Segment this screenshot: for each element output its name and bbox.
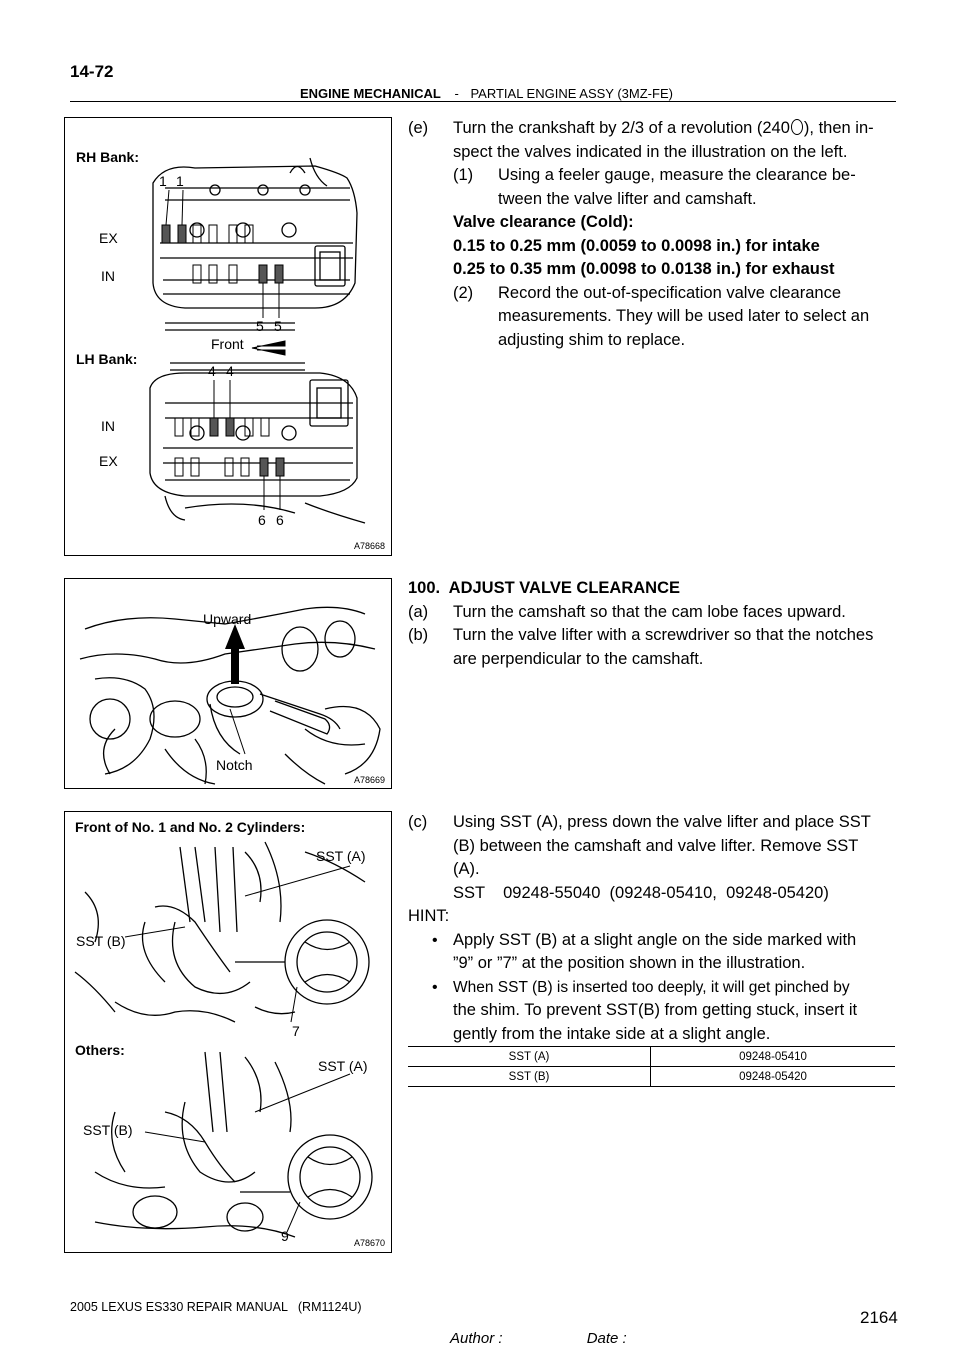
upward-label: Upward [203,611,252,627]
figure-valve-lifter-notch: Upward Notch A78669 [64,578,392,789]
lh-in-label: IN [101,418,115,434]
figure-id: A78668 [354,541,386,551]
step-e-text2: ), then in- [803,119,874,137]
section-100-title: 100. ADJUST VALVE CLEARANCE [408,579,680,597]
num-9-label: 9 [281,1228,289,1244]
spec-title: Valve clearance (Cold): [453,213,634,231]
rh-num-5a: 5 [256,318,264,334]
sub1-line2: tween the valve lifter and camshaft. [498,189,757,208]
rh-num-1a: 1 [159,173,167,189]
step-c-line3: (A). [453,860,480,878]
hint-label: HINT: [408,907,450,925]
sst-b-label-upper: SST (B) [76,933,126,949]
bullet1-line1: Apply SST (B) at a slight angle on the s… [453,930,857,949]
rh-in-label: IN [101,268,115,284]
date-label: Date : [586,1330,627,1347]
sst-number-line: SST 09248-55040 (09248-05410, 09248-0542… [453,883,829,902]
figure-id: A78670 [354,1238,386,1248]
table-cell-name: SST (B) [408,1066,651,1087]
sst-part-table: SST (A) 09248-05410 SST (B) 09248-05420 [408,1046,895,1087]
page-header: ENGINE MECHANICAL - PARTIAL ENGINE ASSY … [300,86,673,101]
engine-head-illustration [149,157,366,524]
header-separator: - [454,86,459,101]
bullet1-line2: ”9” or ”7” at the position shown in the … [453,954,806,972]
front-cylinders-label: Front of No. 1 and No. 2 Cylinders: [75,819,306,835]
bullet-icon: • [432,978,438,996]
figure-id: A78669 [354,775,386,785]
step-b-line1: Turn the valve lifter with a screwdriver… [453,626,874,644]
sub2-label: (2) [453,283,474,302]
step-c-label: (c) [408,813,428,831]
rh-bank-label: RH Bank: [76,149,140,165]
sst-b-label-lower: SST (B) [83,1122,133,1138]
step-e: (e) Turn the crankshaft by 2/3 of a revo… [408,117,898,352]
bullet2-line2: the shim. To prevent SST(B) from getting… [453,1001,858,1019]
others-label: Others: [75,1042,125,1058]
bullet-icon: • [432,931,438,949]
rh-ex-label: EX [99,230,118,246]
step-a-text: Turn the camshaft so that the cam lobe f… [453,602,846,621]
valve-lifter-illustration [79,606,381,785]
lh-ex-label: EX [99,453,118,469]
table-row: SST (B) 09248-05420 [408,1066,895,1087]
header-subsection: PARTIAL ENGINE ASSY (3MZ-FE) [470,86,673,101]
sst-a-label-upper: SST (A) [316,848,366,864]
spec-exhaust: 0.25 to 0.35 mm (0.0098 to 0.0138 in.) f… [453,260,835,278]
step-c-line2: (B) between the camshaft and valve lifte… [453,836,859,855]
sub2-line1: Record the out-of-specification valve cl… [498,283,842,302]
section-100: 100. ADJUST VALVE CLEARANCE (a) Turn the… [408,577,898,671]
lh-num-6a: 6 [258,512,266,528]
sub2-line2: measurements. They will be used later to… [498,307,870,325]
rh-num-1b: 1 [176,173,184,189]
page-number: 14-72 [70,62,114,81]
author-label: Author : [450,1330,503,1347]
bullet2-line1: When SST (B) is inserted too deeply, it … [453,978,850,996]
author-date-line: Author : Date : [450,1330,627,1347]
notch-label: Notch [216,757,253,773]
sub1-label: (1) [453,166,474,184]
table-cell-part: 09248-05420 [650,1066,895,1087]
page-total: 2164 [860,1308,898,1327]
sst-illustration [74,841,373,1238]
step-b-label: (b) [408,626,429,644]
manual-footer: 2005 LEXUS ES330 REPAIR MANUAL (RM1124U) [70,1300,362,1314]
step-c-line1: Using SST (A), press down the valve lift… [453,813,871,831]
sub1-line1: Using a feeler gauge, measure the cleara… [498,166,856,184]
table-row: SST (A) 09248-05410 [408,1046,895,1067]
front-label: Front [211,336,244,352]
lh-num-4a: 4 [208,363,216,379]
table-cell-name: SST (A) [408,1046,651,1067]
bullet2-line3: gently from the intake side at a slight … [453,1024,771,1043]
sst-a-label-lower: SST (A) [318,1058,368,1074]
lh-num-4b: 4 [226,363,234,379]
step-e-label: (e) [408,119,429,137]
num-7-label: 7 [292,1023,300,1039]
sub2-line3: adjusting shim to replace. [498,330,686,349]
figure-sst-placement: Front of No. 1 and No. 2 Cylinders: SST … [64,811,392,1253]
lh-bank-label: LH Bank: [76,351,138,367]
figure-valve-locations: RH Bank: 1 1 EX IN 5 5 Front LH Bank: 4 … [64,117,392,556]
step-e-text3: spect the valves indicated in the illust… [453,142,848,161]
degree-symbol-icon [790,119,803,135]
step-c: (c) Using SST (A), press down the valve … [408,811,898,1046]
header-rule [70,101,896,102]
step-a-label: (a) [408,602,429,621]
step-e-text1: Turn the crankshaft by 2/3 of a revoluti… [453,119,790,137]
header-section: ENGINE MECHANICAL [300,86,441,101]
step-b-line2: are perpendicular to the camshaft. [453,649,704,668]
lh-num-6b: 6 [276,512,284,528]
table-cell-part: 09248-05410 [650,1046,895,1067]
spec-intake: 0.15 to 0.25 mm (0.0059 to 0.0098 in.) f… [453,236,820,255]
rh-num-5b: 5 [274,318,282,334]
